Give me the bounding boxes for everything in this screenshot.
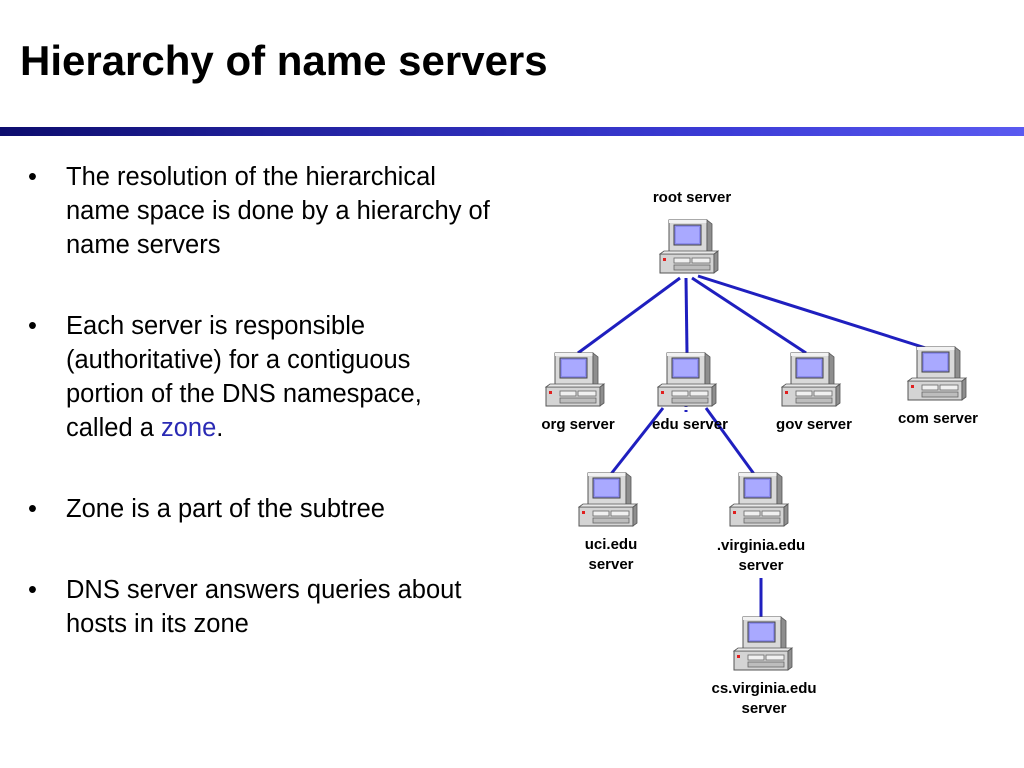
server-computer-icon: [658, 219, 720, 274]
edge-edu-to-uci: [609, 407, 665, 475]
node-label-line: server: [738, 557, 784, 574]
node-label-root: root server: [653, 188, 731, 208]
server-computer-icon: [728, 472, 790, 527]
server-computer-icon: [577, 472, 639, 527]
bullet-text: DNS server answers queries about hosts i…: [66, 576, 462, 638]
node-label-uci: uci.edu server: [585, 535, 638, 575]
edge-root-to-com: [697, 274, 933, 352]
node-label-cs: cs.virginia.edu server: [711, 679, 816, 719]
node-label-com: com server: [898, 409, 978, 429]
bullet-text-end: .: [216, 414, 224, 442]
edge-root-to-edu: [684, 277, 689, 354]
bullet-list: • The resolution of the hierarchical nam…: [24, 160, 494, 688]
node-label-line: .virginia.edu: [716, 537, 806, 554]
node-label-line: edu server: [652, 416, 728, 433]
node-label-line: org server: [541, 416, 615, 433]
server-computer-icon: [656, 352, 718, 407]
bullet-glyph: •: [28, 576, 37, 604]
node-label-org: org server: [541, 415, 614, 435]
edge-edu-to-virginia: [704, 407, 756, 475]
node-label-line: cs.virginia.edu: [711, 680, 817, 697]
slide-title: Hierarchy of name servers: [20, 37, 548, 84]
bullet-item: • The resolution of the hierarchical nam…: [24, 160, 494, 262]
edge-root-to-gov: [691, 276, 807, 355]
node-label-line: uci.edu: [584, 536, 638, 553]
bullet-glyph: •: [28, 495, 37, 523]
server-computer-icon: [544, 352, 606, 407]
diagram-edges: [577, 274, 933, 620]
bullet-glyph: •: [28, 163, 37, 191]
node-label-line: com server: [897, 410, 979, 427]
bullet-text: The resolution of the hierarchical name …: [66, 163, 490, 259]
node-label-line: server: [741, 700, 787, 717]
node-label-line: gov server: [776, 416, 852, 433]
edge-root-to-org: [577, 276, 681, 355]
zone-highlight: zone: [160, 414, 217, 442]
server-computer-icon: [780, 352, 842, 407]
title-underline-bar: [0, 127, 1024, 136]
node-label-virginia: .virginia.edu server: [717, 536, 805, 576]
bullet-text: Each server is responsible (authoritativ…: [66, 312, 422, 442]
bullet-item: • Zone is a part of the subtree: [24, 492, 494, 526]
node-label-gov: gov server: [776, 415, 852, 435]
bullet-item: • Each server is responsible (authoritat…: [24, 309, 494, 445]
bullet-glyph: •: [28, 312, 37, 340]
node-label-line: root server: [652, 189, 732, 206]
server-computer-icon: [732, 616, 794, 671]
server-computer-icon: [906, 346, 968, 401]
bullet-item: • DNS server answers queries about hosts…: [24, 573, 494, 641]
diagram-nodes: [544, 219, 968, 671]
bullet-text: Zone is a part of the subtree: [66, 495, 385, 523]
node-label-line: server: [588, 556, 634, 573]
node-label-edu: edu server: [652, 415, 728, 435]
